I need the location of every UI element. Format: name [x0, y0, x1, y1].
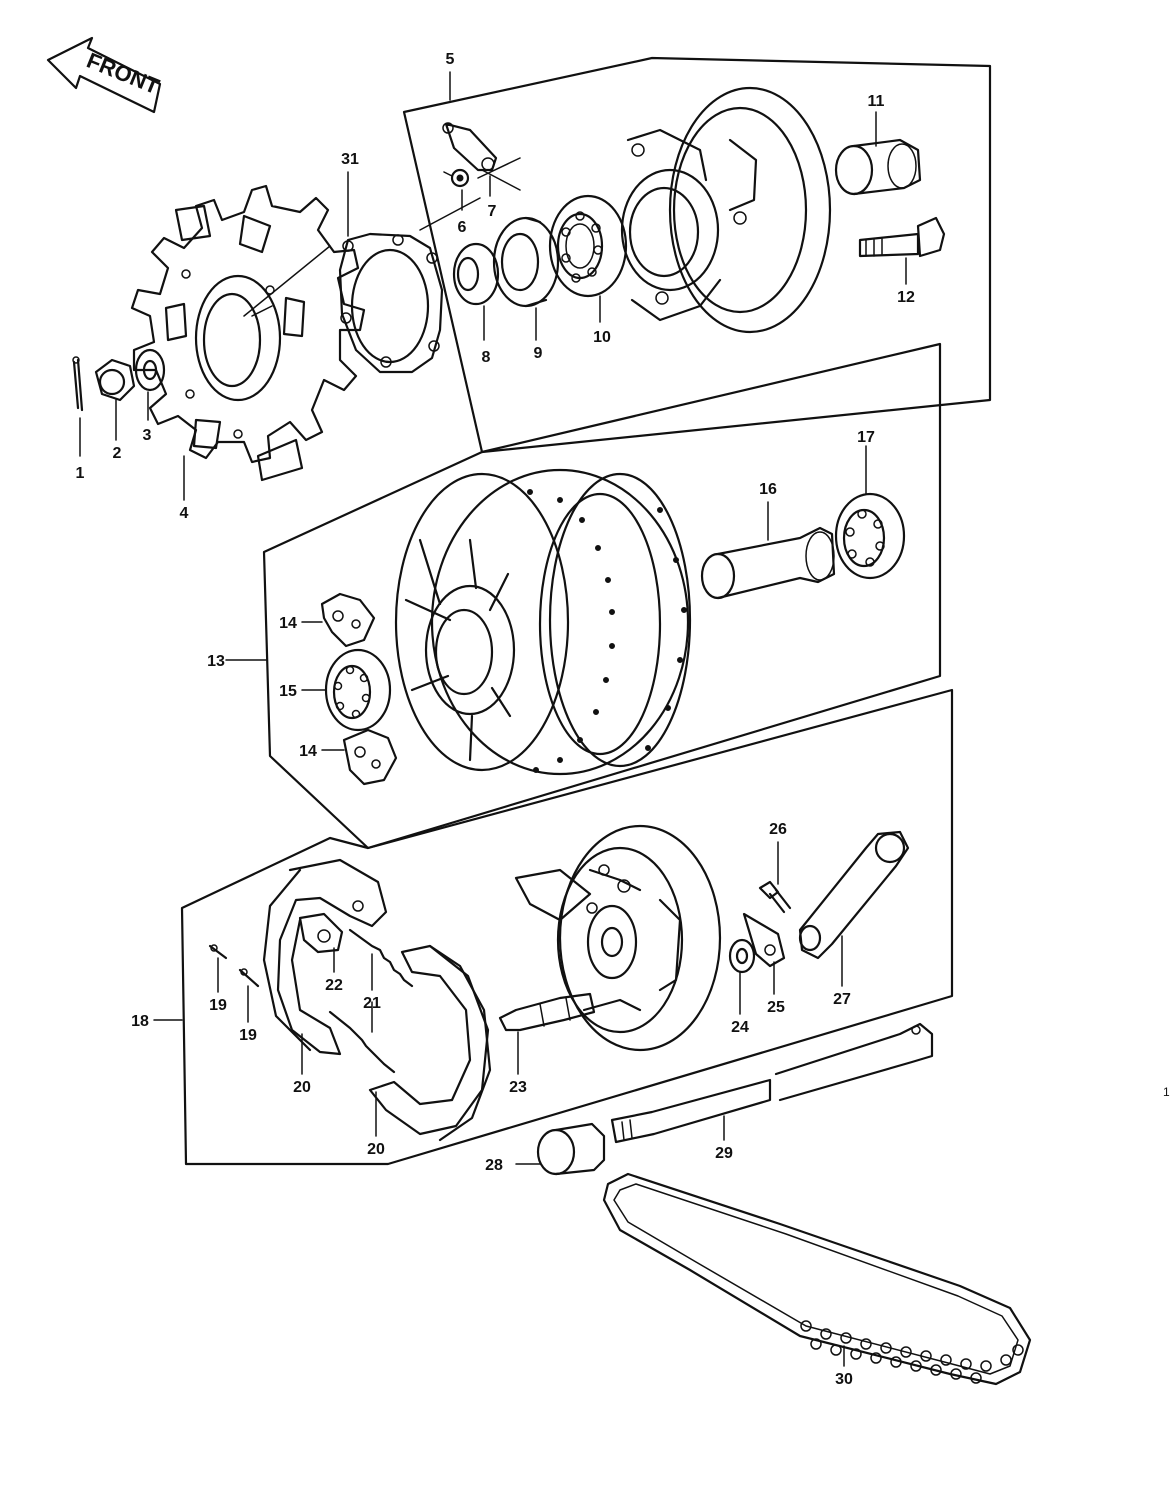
chain-icon	[602, 1172, 1032, 1386]
part-label-12: 12	[897, 289, 915, 306]
axle-icon	[610, 1022, 934, 1144]
brake-shoe-icon	[262, 858, 388, 1056]
coupling-icon	[620, 86, 832, 334]
cotter-pin-icon	[72, 356, 84, 412]
brake-plate-icon	[298, 912, 344, 954]
sleeve-icon	[700, 526, 836, 600]
part-label-24: 24	[731, 1019, 749, 1036]
part-label-21: 21	[363, 995, 381, 1012]
part-label-19b: 19	[239, 1027, 257, 1044]
spring-icon	[328, 928, 414, 1074]
brake-lever-icon	[798, 830, 910, 960]
part-label-17: 17	[857, 429, 875, 446]
part-label-26: 26	[769, 821, 787, 838]
damper-icon	[342, 728, 398, 786]
part-label-18: 18	[131, 1013, 149, 1030]
part-label-16: 16	[759, 481, 777, 498]
part-label-8: 8	[482, 349, 491, 366]
collar-icon	[834, 138, 922, 196]
part-label-15: 15	[279, 683, 297, 700]
gasket-icon	[338, 197, 481, 374]
washer-icon	[134, 348, 166, 392]
part-label-28: 28	[485, 1157, 503, 1174]
chain-links-icon	[800, 1320, 1024, 1384]
part-label-23: 23	[509, 1079, 527, 1096]
part-label-4: 4	[180, 505, 189, 522]
bolt-icon	[858, 216, 946, 258]
brake-panel-icon	[514, 824, 722, 1052]
washer-icon	[728, 938, 756, 974]
part-label-14b: 14	[299, 743, 317, 760]
sprocket-icon	[130, 184, 366, 482]
part-labels: 1 2 3 4 5 6 7 8 9 10 11 12 13 14 15 14 1…	[76, 51, 915, 1388]
part-label-14a: 14	[279, 615, 297, 632]
part-label-2: 2	[113, 445, 122, 462]
oil-seal-icon	[492, 216, 560, 308]
part-label-7: 7	[488, 203, 497, 220]
cotter-pin-icon	[238, 968, 260, 988]
part-label-20b: 20	[367, 1141, 385, 1158]
front-arrow-icon: FRONT	[46, 36, 163, 114]
spacer-icon	[452, 242, 500, 306]
part-label-10: 10	[593, 329, 611, 346]
part-label-27: 27	[833, 991, 851, 1008]
part-label-5: 5	[446, 51, 455, 68]
part-label-25: 25	[767, 999, 785, 1016]
bearing-icon	[548, 194, 628, 298]
part-label-11: 11	[868, 93, 885, 110]
axle-collar-icon	[536, 1122, 606, 1176]
brake-shoe-icon	[368, 944, 492, 1142]
hub-holes-icon	[527, 489, 687, 773]
castle-nut-icon	[94, 358, 136, 402]
part-label-20a: 20	[293, 1079, 311, 1096]
lock-plate-icon	[442, 122, 498, 172]
bearing-icon	[324, 648, 392, 732]
leader-lines	[79, 71, 907, 1367]
part-label-3: 3	[143, 427, 152, 444]
part-label-22: 22	[325, 977, 343, 994]
stray-mark: 1	[1163, 1085, 1170, 1099]
damper-icon	[320, 592, 376, 648]
camshaft-icon	[498, 992, 596, 1032]
wear-indicator-icon	[742, 912, 786, 968]
brake-assembly-box	[180, 688, 954, 1166]
bearing-icon	[834, 492, 906, 580]
sprocket-hub-box	[402, 56, 992, 454]
part-label-29: 29	[715, 1145, 733, 1162]
nut-icon	[443, 157, 521, 191]
wheel-hub-box	[262, 342, 942, 850]
wheel-hub-icon	[394, 468, 692, 776]
part-label-31: 31	[341, 151, 359, 168]
part-label-1: 1	[76, 465, 85, 482]
part-label-19a: 19	[209, 997, 227, 1014]
cotter-pin-icon	[208, 944, 228, 960]
part-label-9: 9	[534, 345, 543, 362]
part-label-30: 30	[835, 1371, 853, 1388]
part-label-13: 13	[207, 653, 225, 670]
bolt-icon	[758, 880, 792, 914]
front-label: FRONT	[83, 48, 163, 100]
part-label-6: 6	[458, 219, 467, 236]
